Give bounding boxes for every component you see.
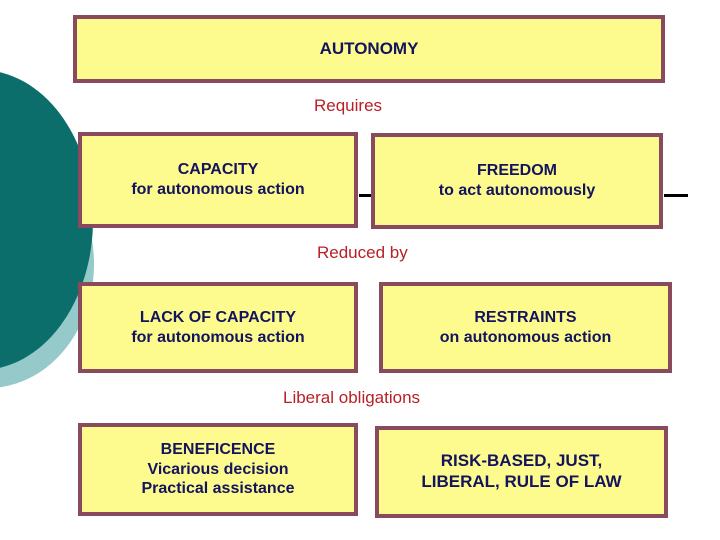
node-beneficence-line-3: Practical assistance [141, 480, 295, 498]
node-risk-based[interactable]: RISK-BASED, JUST, LIBERAL, RULE OF LAW [375, 426, 668, 518]
node-restraints-line-1: RESTRAINTS [474, 308, 577, 326]
node-capacity-line-2: for autonomous action [131, 181, 305, 198]
node-restraints-line-2: on autonomous action [439, 328, 612, 346]
node-freedom-line-2: to act autonomously [438, 182, 596, 199]
node-freedom-line-1: FREEDOM [477, 162, 557, 180]
node-beneficence-line-1: BENEFICENCE [160, 441, 276, 459]
node-lack-of-capacity[interactable]: LACK OF CAPACITY for autonomous action [78, 282, 358, 373]
node-beneficence-line-2: Vicarious decision [147, 460, 289, 478]
node-beneficence[interactable]: BENEFICENCE Vicarious decision Practical… [78, 423, 358, 516]
connector-freedom-right [664, 194, 688, 197]
node-restraints[interactable]: RESTRAINTS on autonomous action [379, 282, 672, 373]
node-lack-of-capacity-line-2: for autonomous action [131, 328, 305, 346]
node-capacity-line-1: CAPACITY [177, 161, 259, 179]
node-autonomy[interactable]: AUTONOMY [73, 15, 665, 83]
node-risk-based-line-2: LIBERAL, RULE OF LAW [421, 472, 622, 491]
node-risk-based-line-1: RISK-BASED, JUST, [440, 451, 603, 471]
node-capacity[interactable]: CAPACITY for autonomous action [78, 132, 358, 228]
node-autonomy-line-1: AUTONOMY [319, 38, 419, 58]
node-freedom[interactable]: FREEDOM to act autonomously [371, 133, 663, 229]
node-lack-of-capacity-line-1: LACK OF CAPACITY [139, 308, 297, 326]
connector-capacity-freedom [359, 194, 372, 197]
caption-reduced-by: Reduced by [317, 243, 408, 262]
caption-requires: Requires [314, 96, 383, 115]
caption-liberal-obligations: Liberal obligations [283, 388, 421, 407]
